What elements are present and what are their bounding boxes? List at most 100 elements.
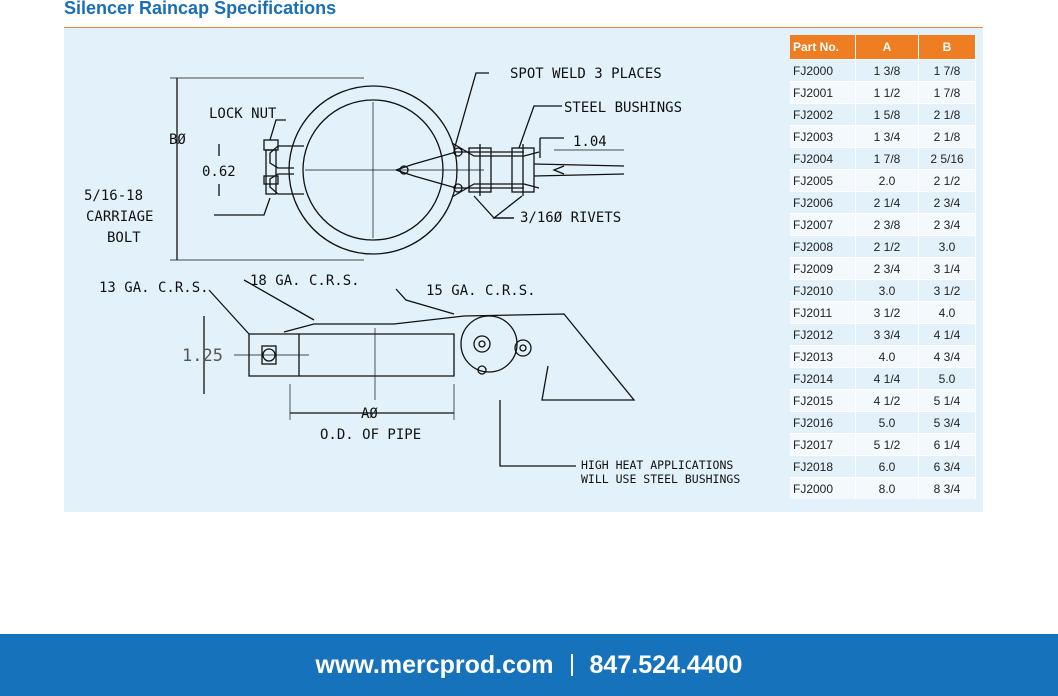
spot-weld-label: SPOT WELD 3 PLACES — [510, 66, 662, 82]
part-no-cell: FJ2008 — [790, 235, 856, 257]
a-cell: 4 1/2 — [856, 389, 919, 411]
b-cell: 8 3/4 — [919, 477, 976, 499]
b-cell: 4 3/4 — [919, 345, 976, 367]
b-diameter-label: BØ — [169, 132, 186, 148]
part-no-cell: FJ2000 — [790, 59, 856, 81]
part-no-cell: FJ2003 — [790, 125, 856, 147]
b-cell: 5 1/4 — [919, 389, 976, 411]
a-cell: 3 3/4 — [856, 323, 919, 345]
a-cell: 8.0 — [856, 477, 919, 499]
part-no-cell: FJ2001 — [790, 81, 856, 103]
b-cell: 3.0 — [919, 235, 976, 257]
steel-bushings-label: STEEL BUSHINGS — [564, 100, 682, 116]
part-no-cell: FJ2013 — [790, 345, 856, 367]
b-cell: 4.0 — [919, 301, 976, 323]
ga13-label: 13 GA. C.R.S. — [99, 280, 209, 296]
raincap-technical-drawing: SPOT WELD 3 PLACES STEEL BUSHINGS LOCK N… — [84, 66, 740, 486]
high-heat-label-1: HIGH HEAT APPLICATIONS — [581, 458, 733, 472]
b-cell: 4 1/4 — [919, 323, 976, 345]
lock-nut-label: LOCK NUT — [209, 106, 277, 122]
a-cell: 1 3/8 — [856, 59, 919, 81]
header-a: A — [856, 35, 919, 59]
od-pipe-label: O.D. OF PIPE — [320, 427, 421, 443]
table-header-row: Part No. A B — [790, 35, 976, 59]
b-cell: 6 3/4 — [919, 455, 976, 477]
part-no-cell: FJ2010 — [790, 279, 856, 301]
phone-number[interactable]: 847.524.4400 — [589, 650, 743, 679]
a-cell: 3 1/2 — [856, 301, 919, 323]
b-cell: 3 1/4 — [919, 257, 976, 279]
a-cell: 2 3/8 — [856, 213, 919, 235]
a-cell: 3.0 — [856, 279, 919, 301]
part-no-cell: FJ2002 — [790, 103, 856, 125]
a-diameter-label: AØ — [361, 406, 378, 422]
part-no-cell: FJ2016 — [790, 411, 856, 433]
a-cell: 2.0 — [856, 169, 919, 191]
b-cell: 1 7/8 — [919, 81, 976, 103]
part-no-cell: FJ2015 — [790, 389, 856, 411]
b-cell: 2 1/8 — [919, 125, 976, 147]
a-cell: 6.0 — [856, 455, 919, 477]
high-heat-label-2: WILL USE STEEL BUSHINGS — [581, 472, 740, 486]
dim-1-04-label: 1.04 — [573, 134, 607, 150]
a-cell: 2 3/4 — [856, 257, 919, 279]
footer-bar: www.mercprod.com 847.524.4400 — [0, 634, 1058, 696]
part-no-cell: FJ2007 — [790, 213, 856, 235]
b-cell: 3 1/2 — [919, 279, 976, 301]
carriage-bolt-label-1: 5/16-18 — [84, 188, 143, 204]
a-cell: 1 5/8 — [856, 103, 919, 125]
part-no-cell: FJ2012 — [790, 323, 856, 345]
part-no-cell: FJ2014 — [790, 367, 856, 389]
b-cell: 6 1/4 — [919, 433, 976, 455]
dim-0-62-label: 0.62 — [202, 164, 236, 180]
part-no-cell: FJ2018 — [790, 455, 856, 477]
footer-divider — [570, 654, 573, 676]
b-cell: 2 3/4 — [919, 191, 976, 213]
website-link[interactable]: www.mercprod.com — [315, 650, 554, 679]
part-no-cell: FJ2000 — [790, 477, 856, 499]
ga18-label: 18 GA. C.R.S. — [250, 273, 360, 289]
ga15-label: 15 GA. C.R.S. — [426, 283, 536, 299]
dim-1-25-label: 1.25 — [182, 346, 223, 366]
b-cell: 5 3/4 — [919, 411, 976, 433]
a-cell: 1 3/4 — [856, 125, 919, 147]
b-cell: 2 1/2 — [919, 169, 976, 191]
part-no-cell: FJ2017 — [790, 433, 856, 455]
b-cell: 5.0 — [919, 367, 976, 389]
b-cell: 2 5/16 — [919, 147, 976, 169]
part-no-cell: FJ2004 — [790, 147, 856, 169]
a-cell: 1 7/8 — [856, 147, 919, 169]
a-cell: 5 1/2 — [856, 433, 919, 455]
header-b: B — [919, 35, 976, 59]
a-cell: 4 1/4 — [856, 367, 919, 389]
carriage-bolt-label-3: BOLT — [107, 230, 141, 246]
part-no-cell: FJ2009 — [790, 257, 856, 279]
rivets-label: 3/16Ø RIVETS — [520, 210, 621, 226]
title-divider — [64, 27, 983, 28]
spec-panel: SPOT WELD 3 PLACES STEEL BUSHINGS LOCK N… — [64, 28, 983, 512]
b-cell: 1 7/8 — [919, 59, 976, 81]
b-cell: 2 3/4 — [919, 213, 976, 235]
a-cell: 2 1/4 — [856, 191, 919, 213]
a-cell: 4.0 — [856, 345, 919, 367]
